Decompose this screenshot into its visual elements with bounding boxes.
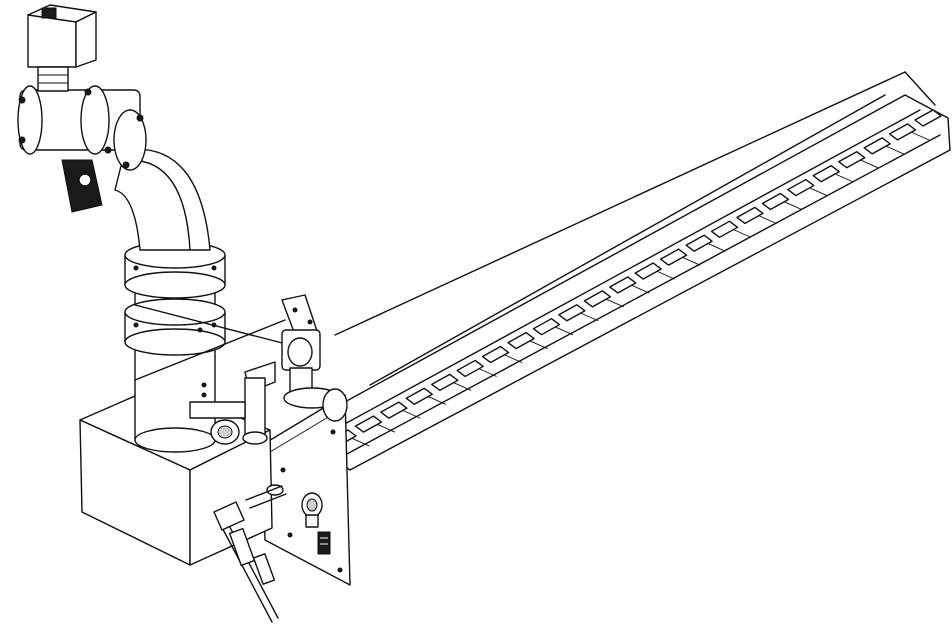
flanged-valve	[17, 85, 147, 213]
ignition-rod	[213, 484, 287, 623]
perforated-burner-tube	[311, 94, 951, 471]
burner-rung	[503, 354, 523, 364]
tension-rod	[334, 71, 936, 386]
burner-slot	[354, 415, 383, 433]
burner-rung	[732, 228, 752, 238]
burner-rung	[809, 187, 828, 197]
mounting-plate	[261, 394, 351, 586]
burner-slot	[380, 401, 408, 419]
burner-slot	[507, 331, 535, 350]
solenoid-valve	[27, 4, 97, 92]
burner-rung	[707, 242, 726, 252]
burner-rung	[478, 368, 497, 377]
burner-slot	[431, 373, 459, 392]
burner-rung	[605, 298, 624, 308]
burner-slot	[456, 359, 484, 378]
burner-rung	[554, 326, 574, 336]
burner-rung	[351, 437, 370, 447]
burner-slot	[609, 276, 637, 294]
burner-rung	[656, 270, 675, 280]
burner-rung	[910, 131, 930, 141]
pipe-elbow	[114, 148, 211, 251]
burner-slot	[812, 164, 840, 183]
burner-slot	[532, 317, 561, 336]
burner-rung	[859, 159, 879, 169]
burner-slot	[481, 345, 510, 364]
burner-slot	[787, 178, 815, 197]
burner-slot	[837, 151, 866, 169]
burner-slot	[888, 123, 917, 141]
burner-slot	[558, 304, 586, 322]
burner-rung	[427, 395, 446, 405]
burner-slot	[761, 192, 790, 211]
burner-rung	[580, 312, 599, 322]
burner-slot	[736, 206, 764, 225]
nameplate-icon	[317, 531, 331, 555]
burner-slot	[659, 248, 688, 266]
burner-slot	[685, 234, 713, 252]
burner-slot	[863, 137, 891, 155]
burner-rung	[758, 215, 777, 224]
pilot-valve-assembly	[189, 294, 348, 445]
burner-rung	[529, 340, 548, 350]
burner-slot	[710, 220, 739, 239]
burner-rung	[631, 284, 650, 294]
burner-rung	[834, 173, 853, 183]
burner-rung	[783, 201, 803, 210]
burner-slot	[634, 262, 662, 280]
burner-slot	[405, 387, 434, 405]
burner-rung	[402, 409, 421, 419]
burner-rung	[452, 382, 472, 391]
burner-slot	[914, 109, 942, 127]
burner-rung	[885, 145, 904, 155]
burner-rung	[681, 256, 701, 266]
burner-rung	[376, 423, 396, 433]
burner-slot	[583, 290, 612, 308]
